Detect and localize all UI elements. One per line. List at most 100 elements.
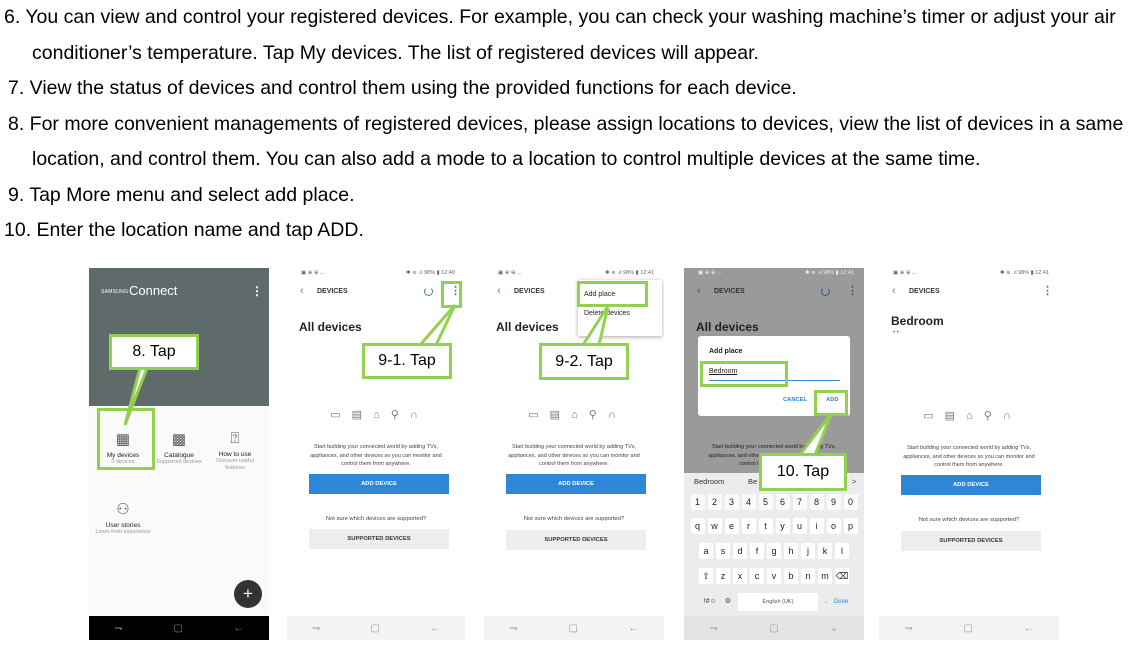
add-button[interactable]: ADD	[826, 397, 839, 403]
key[interactable]: q	[690, 518, 705, 534]
key[interactable]: p	[843, 518, 858, 534]
key[interactable]: r	[741, 518, 756, 534]
highlight-add-place	[577, 281, 648, 307]
settings-key-icon[interactable]: ⚙	[724, 598, 731, 605]
menu-item-delete-devices[interactable]: Delete devices	[584, 310, 630, 317]
key[interactable]: 3	[724, 494, 739, 510]
status-icons-right: ✱ ≋ .ıl 98% ▮ 12:41	[1000, 270, 1049, 276]
more-options-icon[interactable]: ⋮	[847, 285, 858, 297]
key[interactable]: 6	[775, 494, 790, 510]
done-key[interactable]: Done	[833, 599, 849, 605]
tile-catalogue[interactable]: ▩ Catalogue Supported devices	[151, 430, 207, 466]
key[interactable]: i	[809, 518, 824, 534]
symbols-key[interactable]: !#☺	[703, 598, 717, 605]
key[interactable]: e	[724, 518, 739, 534]
clock: 12:41	[1035, 270, 1049, 276]
home-icon[interactable]: ▢	[370, 622, 380, 634]
suggestion-2[interactable]: Be	[748, 477, 758, 486]
key[interactable]: x	[733, 568, 747, 584]
tile-subtitle: Learn from experience	[95, 529, 151, 535]
suggestion-expand-icon[interactable]: >	[852, 477, 857, 486]
add-device-button[interactable]: ADD DEVICE	[506, 474, 646, 494]
key[interactable]: 2	[707, 494, 722, 510]
cancel-button[interactable]: CANCEL	[783, 397, 808, 403]
add-device-button[interactable]: ADD DEVICE	[309, 474, 449, 494]
key[interactable]: m	[818, 568, 832, 584]
space-key[interactable]: English (UK)	[737, 593, 818, 611]
menu-item-add-place[interactable]: Add place	[584, 291, 616, 298]
key[interactable]: d	[733, 543, 747, 559]
supported-devices-button[interactable]: SUPPORTED DEVICES	[901, 531, 1041, 551]
key[interactable]: z	[716, 568, 730, 584]
device-type-icons: ▭ ▤ ⌂ ⚲ ∩	[330, 409, 422, 421]
add-device-button[interactable]: ADD DEVICE	[901, 475, 1041, 495]
key[interactable]: y	[775, 518, 790, 534]
hide-keyboard-icon[interactable]: ⌄	[829, 622, 839, 634]
key[interactable]: t	[758, 518, 773, 534]
tile-my-devices[interactable]: ▦ My devices 0 devices	[95, 430, 151, 466]
home-icon[interactable]: ▢	[568, 622, 578, 634]
app-bar: ‹ DEVICES ⋮	[879, 284, 1059, 304]
supported-devices-button[interactable]: SUPPORTED DEVICES	[309, 529, 449, 549]
back-arrow-icon[interactable]: ‹	[300, 285, 304, 297]
place-name-input[interactable]: Bedroom	[709, 368, 738, 375]
key[interactable]: g	[767, 543, 781, 559]
key[interactable]: s	[716, 543, 730, 559]
key[interactable]: n	[801, 568, 815, 584]
key[interactable]: o	[826, 518, 841, 534]
key[interactable]: 4	[741, 494, 756, 510]
back-arrow-icon[interactable]: ‹	[892, 285, 896, 297]
recent-apps-icon[interactable]: ⇁	[114, 622, 123, 634]
home-icon[interactable]: ▢	[963, 622, 973, 634]
highlight-place-input	[700, 361, 788, 387]
period-key[interactable]: .	[824, 598, 827, 605]
key[interactable]: f	[750, 543, 764, 559]
recent-apps-icon[interactable]: ⇁	[312, 622, 321, 634]
key[interactable]: 5	[758, 494, 773, 510]
back-icon[interactable]: ←	[429, 622, 440, 634]
key[interactable]: h	[784, 543, 798, 559]
key[interactable]: j	[801, 543, 815, 559]
back-icon[interactable]: ←	[233, 622, 244, 634]
key[interactable]: b	[784, 568, 798, 584]
more-options-icon[interactable]: ⋮	[450, 285, 461, 297]
back-icon[interactable]: ←	[1023, 622, 1034, 634]
key[interactable]: 0	[843, 494, 858, 510]
home-icon[interactable]: ▢	[173, 622, 183, 634]
key[interactable]: c	[750, 568, 764, 584]
tile-user-stories[interactable]: ⚇ User stories Learn from experience	[95, 500, 151, 536]
key[interactable]: a	[699, 543, 713, 559]
back-arrow-icon[interactable]: ‹	[697, 285, 701, 297]
key[interactable]: u	[792, 518, 807, 534]
recent-apps-icon[interactable]: ⇁	[509, 622, 518, 634]
home-icon[interactable]: ▢	[769, 622, 779, 634]
tile-how-to-use[interactable]: ⍰ How to use Discover useful features	[207, 430, 263, 472]
key[interactable]: v	[767, 568, 781, 584]
key[interactable]: 8	[809, 494, 824, 510]
step-6-line-2: conditioner’s temperature. Tap My device…	[32, 41, 759, 64]
recent-apps-icon[interactable]: ⇁	[904, 622, 913, 634]
recent-apps-icon[interactable]: ⇁	[709, 622, 719, 634]
more-options-icon[interactable]: ⋮	[1042, 285, 1053, 297]
back-arrow-icon[interactable]: ‹	[497, 285, 501, 297]
key[interactable]: 1	[690, 494, 705, 510]
add-fab-button[interactable]: +	[234, 580, 262, 608]
back-icon[interactable]: ←	[628, 622, 639, 634]
key[interactable]: l	[835, 543, 849, 559]
backspace-key-icon[interactable]: ⌫	[835, 568, 849, 584]
grid-plus-icon: ▦	[115, 431, 131, 448]
status-icons-left: ▣ ⊕ ⊕ ...	[498, 270, 522, 276]
refresh-icon[interactable]	[424, 287, 433, 296]
refresh-icon[interactable]	[821, 287, 830, 296]
key[interactable]: 7	[792, 494, 807, 510]
supported-devices-button[interactable]: SUPPORTED DEVICES	[506, 530, 646, 550]
all-devices-heading: All devices	[496, 320, 559, 334]
key[interactable]: k	[818, 543, 832, 559]
tile-title: My devices	[106, 452, 140, 459]
more-menu-icon[interactable]: ⋮	[251, 284, 263, 298]
suggestion-1[interactable]: Bedroom	[694, 477, 725, 486]
key[interactable]: 9	[826, 494, 841, 510]
nav-bar: ⇁ ▢ ⌄	[684, 616, 864, 640]
shift-key-icon[interactable]: ⇧	[699, 568, 713, 584]
key[interactable]: w	[707, 518, 722, 534]
